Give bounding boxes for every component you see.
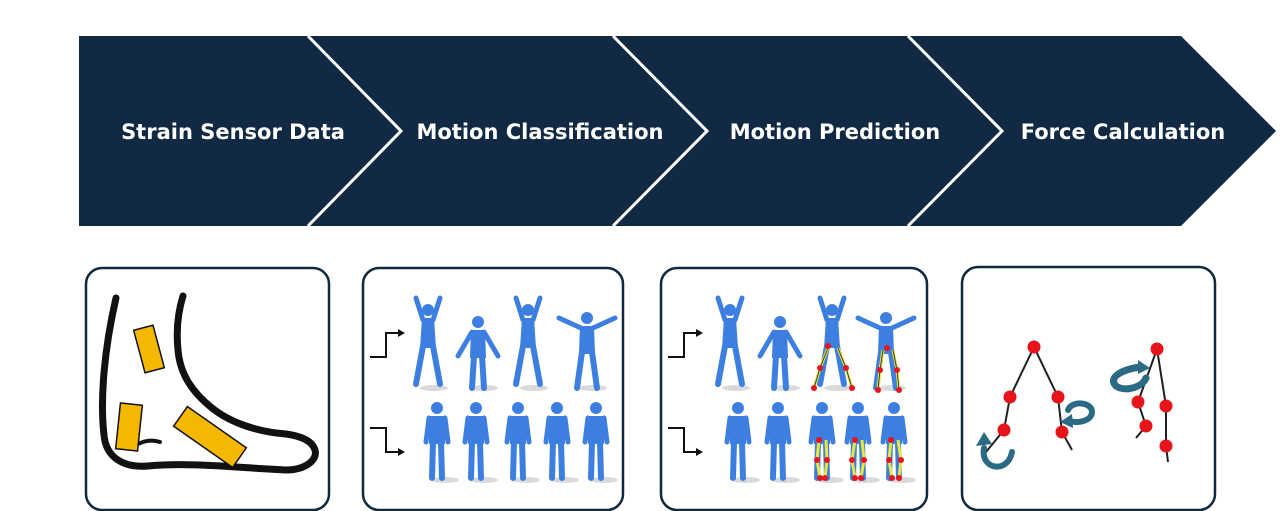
torque-arrowhead-ankle [976, 432, 992, 446]
branch-arrow-top-icon [668, 332, 696, 358]
strain-sensor-top-of-foot [172, 405, 248, 469]
step-label-strain-sensor-data: Strain Sensor Data [121, 120, 345, 144]
panel-frame [960, 265, 1217, 511]
panel-force-calculation [960, 265, 1217, 511]
skeleton-bone-right-leg [1156, 348, 1169, 463]
strain-sensor-heel [114, 402, 144, 452]
joint-ankle-left [997, 423, 1011, 437]
pipeline-chevron-shape [79, 36, 1276, 226]
branch-arrowhead-bottom [398, 448, 405, 456]
branch-arrow-bottom-icon [370, 427, 398, 453]
joint-hip [1027, 340, 1041, 354]
torque-arrowhead-hip [1138, 360, 1150, 374]
joint-knee-left [1131, 395, 1145, 409]
panel-strain-sensor [84, 266, 331, 511]
skeleton-bone-right-leg [1033, 346, 1073, 451]
torque-arrowhead-knee [1060, 414, 1073, 428]
human-motion-figures-with-joints-icon [668, 298, 916, 483]
foot-outline [99, 292, 319, 474]
human-motion-figures-icon [370, 298, 618, 483]
step-label-motion-classification: Motion Classification [416, 120, 663, 144]
branch-arrow-top-icon [370, 332, 398, 358]
panel-frame [84, 266, 331, 511]
joint-ankle-right [1055, 425, 1069, 439]
predicted-leg-skeletons-top [811, 343, 902, 393]
step-label-force-calculation: Force Calculation [1021, 120, 1225, 144]
branch-arrowhead-top [398, 329, 405, 337]
chevron-separator-1 [306, 34, 404, 228]
joint-knee-right [1051, 390, 1065, 404]
skeleton-bone-left-leg [985, 346, 1035, 453]
torque-arrow-hip-icon [1110, 363, 1150, 393]
panel-motion-classification [361, 266, 625, 511]
joint-knee-left [1003, 390, 1017, 404]
joint-ankle-left [1139, 419, 1153, 433]
chevron-separator-3 [906, 34, 1005, 228]
joint-knee-right [1159, 399, 1173, 413]
torque-arrow-knee-icon [1065, 400, 1096, 425]
predicted-leg-skeletons-bottom [814, 437, 904, 481]
step-label-motion-prediction: Motion Prediction [730, 120, 941, 144]
leg-skeleton-with-torque-icon [976, 340, 1173, 470]
branch-arrowhead-bottom [696, 448, 703, 456]
branch-arrowhead-top [696, 329, 703, 337]
chevron-separator-2 [611, 34, 710, 228]
panel-motion-prediction [659, 266, 929, 511]
foot-with-strain-sensors-icon [99, 292, 319, 474]
torque-arrow-ankle-icon [980, 445, 1015, 470]
ankle-joint-line [136, 438, 162, 446]
joint-ankle-right [1159, 439, 1173, 453]
joint-hip [1150, 342, 1164, 356]
strain-sensor-shin [132, 324, 166, 374]
pipeline-banner: Strain Sensor Data Motion Classification… [79, 34, 1276, 228]
branch-arrow-bottom-icon [668, 427, 696, 453]
